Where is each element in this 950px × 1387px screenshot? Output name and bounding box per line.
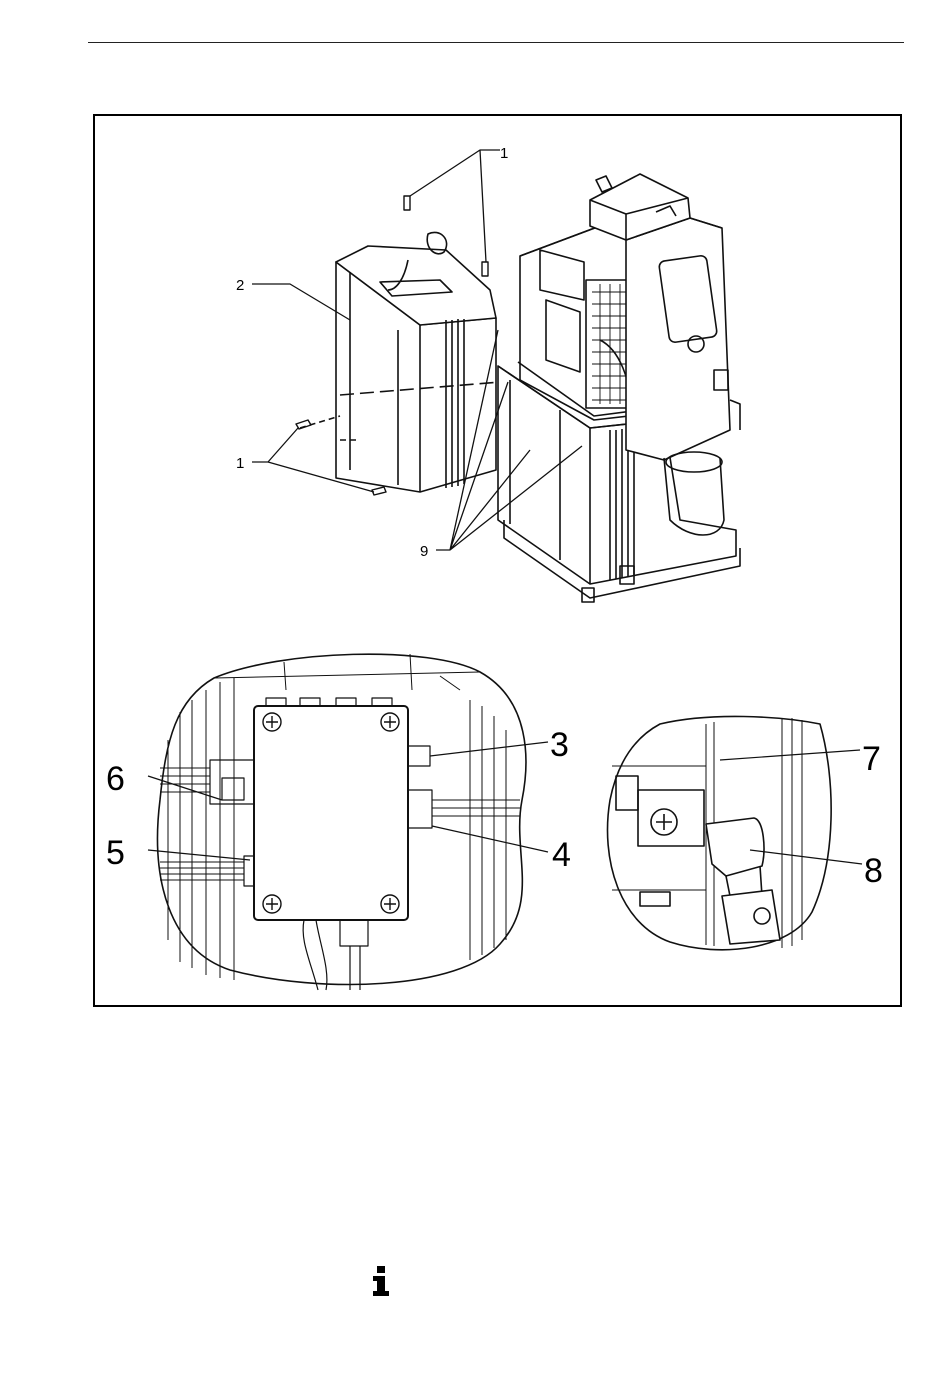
callout-6: 6 xyxy=(106,760,125,798)
callout-1-bottom: 1 xyxy=(236,455,244,472)
detail-circle-left xyxy=(158,654,526,990)
callout-2: 2 xyxy=(236,277,244,294)
callout-1-top: 1 xyxy=(500,145,508,162)
detail-circle-right xyxy=(608,716,832,949)
callout-4: 4 xyxy=(552,836,571,874)
unit-drawing xyxy=(498,174,740,602)
callout-9: 9 xyxy=(420,543,428,560)
cover-drawing xyxy=(300,232,500,492)
callout-7: 7 xyxy=(862,740,881,778)
callout-3: 3 xyxy=(550,726,569,764)
info-icon xyxy=(372,1266,390,1296)
callout-8: 8 xyxy=(864,852,883,890)
callout-5: 5 xyxy=(106,834,125,872)
